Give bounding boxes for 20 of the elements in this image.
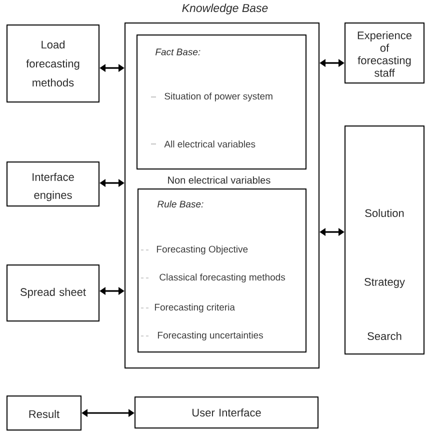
list-item: Forecasting Objective bbox=[156, 246, 248, 254]
process-box: Solution Strategy Search bbox=[344, 126, 424, 354]
process-box: Spread sheet bbox=[6, 264, 100, 322]
box-text: Non electrical variables bbox=[168, 176, 270, 184]
box-title: Knowledge Base bbox=[182, 4, 268, 14]
list-box bbox=[136, 34, 306, 170]
list-heading: Rule Base: bbox=[158, 200, 204, 208]
list-item: Forecasting uncertainties bbox=[158, 332, 263, 340]
list-heading: Fact Base: bbox=[156, 48, 200, 56]
list-item: Forecasting criteria bbox=[154, 304, 235, 312]
process-box: Load forecasting methods bbox=[6, 24, 100, 102]
container-box bbox=[124, 4, 320, 368]
list-item: Situation of power system bbox=[164, 92, 272, 102]
list-item: Classical forecasting methods bbox=[160, 274, 286, 282]
process-box: Result bbox=[6, 396, 82, 430]
list-box bbox=[138, 188, 306, 352]
list-item: All electrical variables bbox=[164, 140, 256, 148]
process-box: Interface engines bbox=[6, 162, 100, 206]
process-box: User Interface bbox=[134, 396, 318, 428]
process-box: Experience of forecasting staff bbox=[344, 22, 424, 84]
